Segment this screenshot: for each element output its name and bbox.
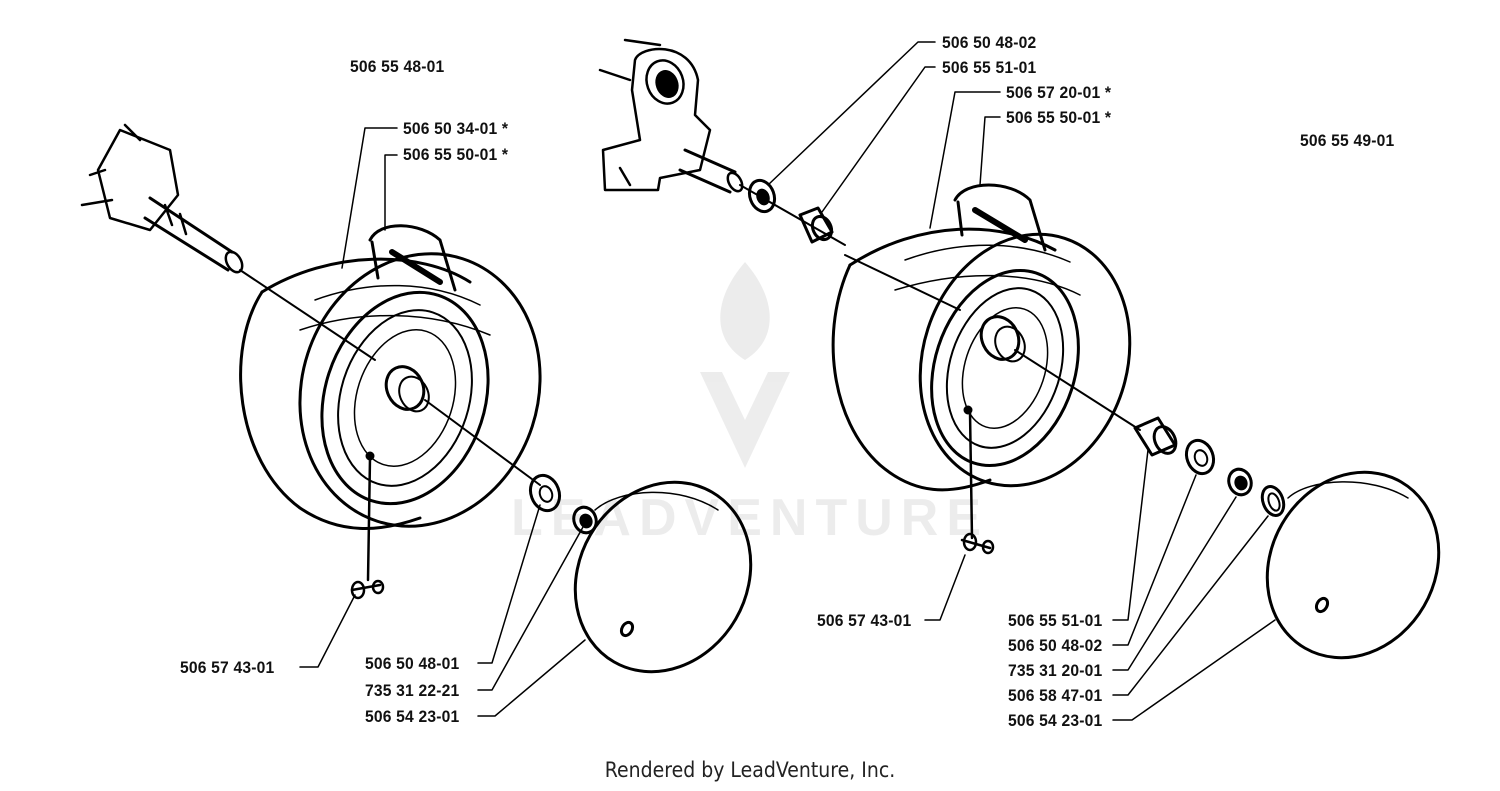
- label-right-assembly: 506 55 49-01: [1300, 131, 1395, 150]
- right-hubcap: [1265, 470, 1441, 660]
- label-left-nut: 735 31 22-21: [365, 681, 460, 700]
- left-leaders: [299, 127, 586, 717]
- label-right-nut: 735 31 20-01: [1008, 661, 1103, 680]
- label-left-valve: 506 57 43-01: [180, 658, 275, 677]
- label-right-washer: 506 50 48-02: [1008, 636, 1103, 655]
- left-valve: [350, 456, 385, 600]
- left-hubcap: [573, 480, 753, 674]
- right-nut: [1227, 467, 1253, 497]
- left-axis-line-out: [424, 399, 541, 486]
- right-leaders: [767, 41, 1276, 721]
- label-right-top-bushing: 506 55 51-01: [942, 58, 1037, 77]
- left-axle-spindle: [80, 123, 244, 274]
- label-left-washer: 506 50 48-01: [365, 654, 460, 673]
- watermark-logo: [700, 262, 790, 468]
- label-right-top-washer: 506 50 48-02: [942, 33, 1037, 52]
- right-spindle-bracket: [598, 38, 744, 194]
- left-washer: [528, 473, 562, 513]
- label-right-bushing: 506 55 51-01: [1008, 611, 1103, 630]
- label-right-tire: 506 57 20-01 *: [1006, 83, 1112, 102]
- label-right-rim: 506 55 50-01 *: [1006, 108, 1112, 127]
- label-left-hubcap: 506 54 23-01: [365, 707, 460, 726]
- left-wheel: [239, 224, 542, 530]
- watermark-text: LEADVENTURE: [510, 489, 990, 547]
- label-right-hubcap: 506 54 23-01: [1008, 711, 1103, 730]
- label-right-ring: 506 58 47-01: [1008, 686, 1103, 705]
- label-left-assembly: 506 55 48-01: [350, 57, 445, 76]
- right-ring: [1260, 484, 1286, 518]
- right-top-bushing: [798, 206, 834, 244]
- right-top-washer: [747, 178, 777, 214]
- right-bushing: [1133, 416, 1178, 457]
- left-axis-line: [239, 269, 376, 361]
- footer-credit: Rendered by LeadVenture, Inc.: [604, 758, 896, 782]
- label-right-valve: 506 57 43-01: [817, 611, 912, 630]
- right-wheel: [831, 183, 1132, 492]
- right-washer: [1184, 438, 1216, 476]
- right-valve: [960, 410, 995, 555]
- right-axis-line-out: [1014, 349, 1141, 431]
- left-nut: [572, 505, 598, 535]
- label-left-rim: 506 55 50-01 *: [403, 145, 509, 164]
- label-left-tire: 506 50 34-01 *: [403, 119, 509, 138]
- right-axis-line-mid: [844, 254, 961, 311]
